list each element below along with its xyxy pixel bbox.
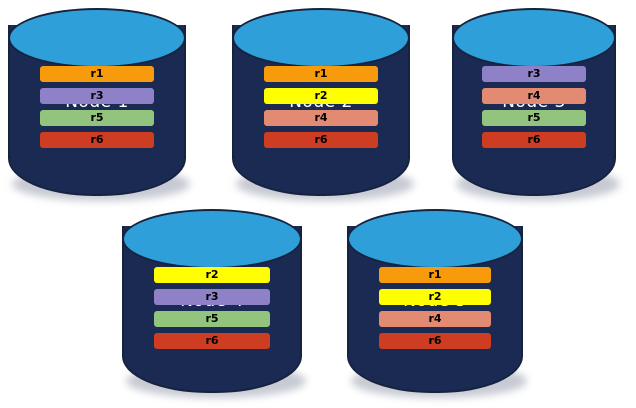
cylinder-top-disc	[8, 8, 186, 68]
replica-list: r3 r4 r5 r6	[452, 66, 616, 148]
replica-bar[interactable]: r4	[264, 110, 378, 126]
replica-bar[interactable]: r6	[40, 132, 154, 148]
replica-list: r1 r2 r4 r6	[347, 267, 523, 349]
node-2[interactable]: Node 2r1r2r4r6	[232, 8, 414, 201]
replica-bar[interactable]: r6	[264, 132, 378, 148]
node-4[interactable]: Node 4r2r3r5r6	[122, 209, 306, 398]
replica-bar[interactable]: r2	[154, 267, 270, 283]
node-5[interactable]: Node 5r1r2r4r6	[347, 209, 527, 398]
replica-bar[interactable]: r2	[378, 289, 492, 305]
replica-bar[interactable]: r3	[481, 66, 587, 82]
replica-bar[interactable]: r3	[40, 88, 154, 104]
replica-list: r1 r3 r5 r6	[8, 66, 186, 148]
replica-bar[interactable]: r6	[154, 333, 270, 349]
replica-bar[interactable]: r4	[378, 311, 492, 327]
cylinder-top-disc	[232, 8, 410, 68]
node-1[interactable]: Node 1r1r3r5r6	[8, 8, 190, 201]
replica-bar[interactable]: r1	[378, 267, 492, 283]
replica-list: r2 r3 r5 r6	[122, 267, 302, 349]
replica-bar[interactable]: r2	[264, 88, 378, 104]
replica-list: r1 r2 r4 r6	[232, 66, 410, 148]
cylinder-top-disc	[452, 8, 616, 68]
cylinder-top-disc	[122, 209, 302, 269]
replica-bar[interactable]: r4	[481, 88, 587, 104]
replica-bar[interactable]: r5	[154, 311, 270, 327]
replica-bar[interactable]: r6	[481, 132, 587, 148]
replica-bar[interactable]: r1	[264, 66, 378, 82]
node-3[interactable]: Node 3r3r4r5r6	[452, 8, 620, 201]
cylinder-top-disc	[347, 209, 523, 269]
replica-bar[interactable]: r1	[40, 66, 154, 82]
replica-bar[interactable]: r3	[154, 289, 270, 305]
replica-bar[interactable]: r6	[378, 333, 492, 349]
replica-bar[interactable]: r5	[481, 110, 587, 126]
replica-bar[interactable]: r5	[40, 110, 154, 126]
